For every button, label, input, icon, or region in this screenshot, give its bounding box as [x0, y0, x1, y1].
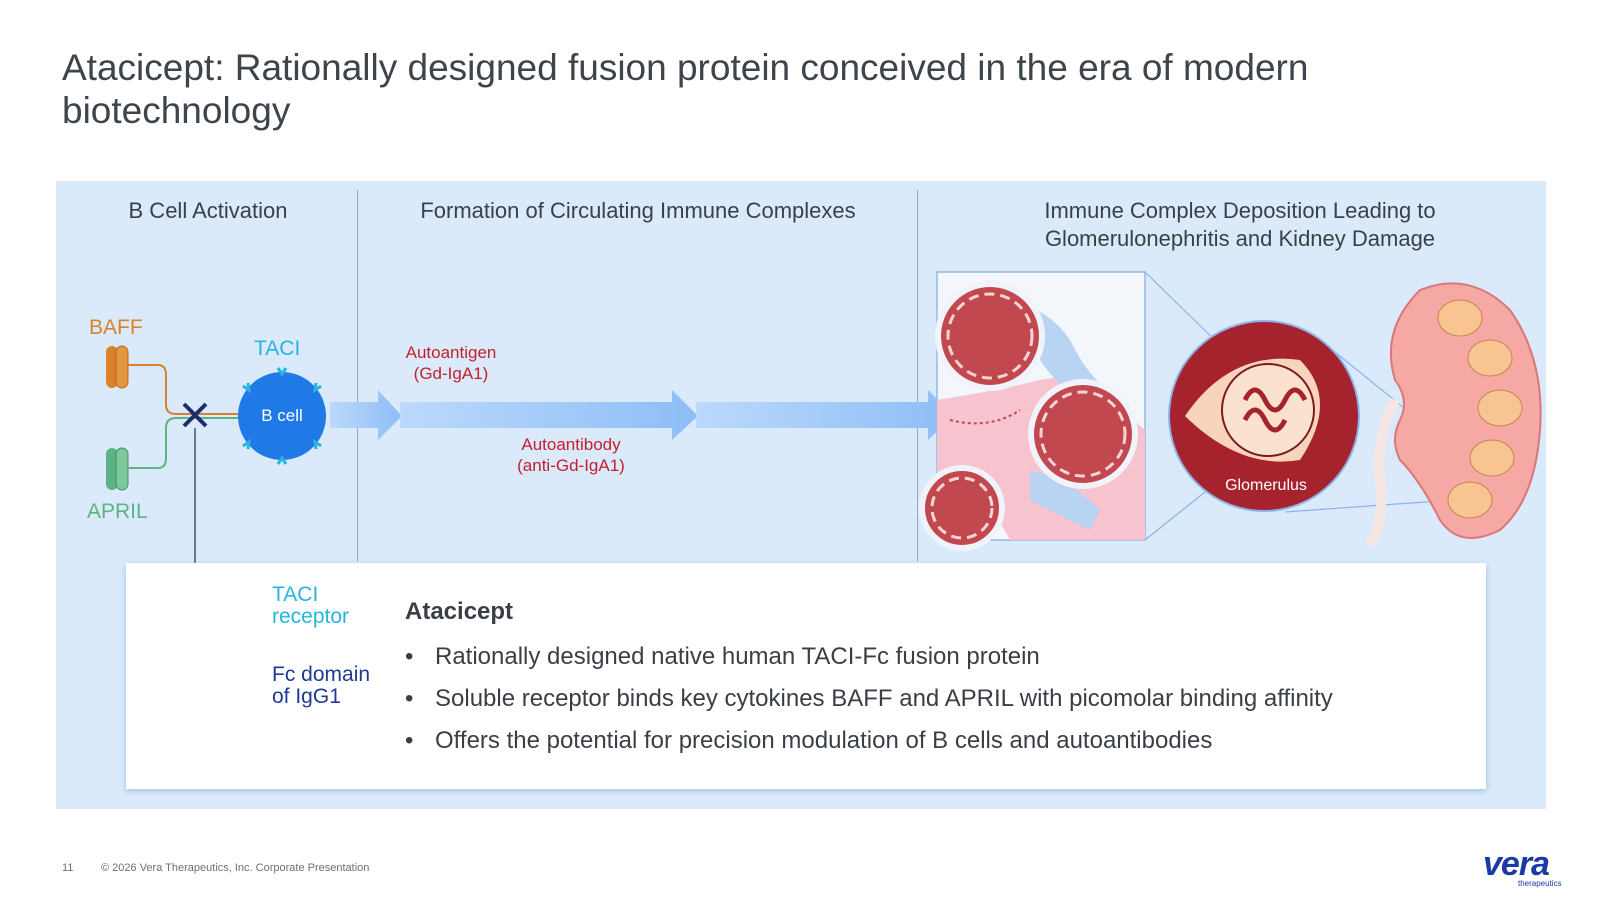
b-cell-label: B cell — [261, 406, 303, 425]
page-title: Atacicept: Rationally designed fusion pr… — [62, 47, 1309, 131]
glomerulus-illustration — [1168, 320, 1360, 512]
vera-logo: vera — [1483, 845, 1550, 883]
autoantigen-label: Autoantigen (Gd-IgA1) — [405, 343, 497, 383]
section-divider-1 — [357, 190, 358, 561]
taci-receptor-label: TACI receptor — [272, 583, 350, 628]
bullet-item: Offers the potential for precision modul… — [405, 720, 1333, 762]
block-x-icon — [182, 402, 208, 428]
april-label: APRIL — [87, 500, 148, 523]
autoantibody-label: Autoantibody (anti-Gd-IgA1) — [517, 435, 625, 475]
glomerulus-label: Glomerulus — [1225, 477, 1307, 494]
info-box-bullets: Rationally designed native human TACI-Fc… — [405, 636, 1333, 762]
kidney-illustration — [1365, 282, 1542, 548]
taci-label: TACI — [254, 337, 301, 360]
section-title-b-cell-activation: B Cell Activation — [128, 198, 288, 223]
page-number: 11 — [62, 862, 74, 874]
bullet-item: Rationally designed native human TACI-Fc… — [405, 636, 1333, 678]
copyright-text: © 2026 Vera Therapeutics, Inc. Corporate… — [101, 862, 370, 874]
section-title-deposition: Immune Complex Deposition Leading to Glo… — [1044, 198, 1436, 251]
section-title-formation: Formation of Circulating Immune Complexe… — [420, 198, 856, 223]
section-divider-2 — [917, 190, 918, 561]
fc-domain-label: Fc domain of IgG1 — [272, 663, 371, 708]
flow-arrow — [330, 390, 954, 440]
tissue-illustration — [919, 271, 1146, 551]
baff-molecule-icon — [106, 345, 129, 389]
baff-label: BAFF — [89, 316, 143, 339]
b-cell-icon — [238, 367, 326, 465]
bullet-item: Soluble receptor binds key cytokines BAF… — [405, 678, 1333, 720]
april-molecule-icon — [106, 447, 129, 491]
vera-logo-subtitle: therapeutics — [1518, 879, 1562, 888]
info-box-heading: Atacicept — [405, 598, 514, 625]
